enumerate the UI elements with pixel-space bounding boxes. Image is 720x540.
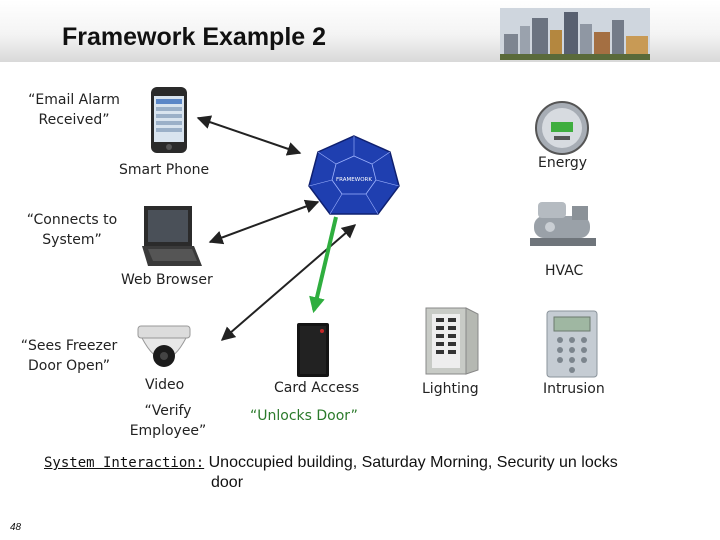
keypad-icon — [546, 310, 598, 378]
system-interaction-text-2: door — [211, 474, 244, 491]
quote-connects: “Connects to System” — [22, 210, 122, 250]
label-card-access: Card Access — [274, 380, 360, 396]
quote-line: Employee” — [129, 423, 207, 439]
slide-title: Framework Example 2 — [62, 23, 327, 51]
lighting-panel-icon — [425, 307, 479, 375]
laptop-icon — [142, 206, 202, 266]
arrow-camera-hub — [220, 224, 357, 341]
quote-verify: “Verify Employee” — [118, 401, 218, 441]
arrow-phone-hub — [196, 115, 302, 156]
label-hvac: HVAC — [545, 263, 584, 279]
label-web-browser: Web Browser — [121, 272, 213, 288]
card-reader-icon — [297, 323, 329, 377]
quote-sees-freezer: “Sees Freezer Door Open” — [16, 336, 122, 376]
quote-line: “Verify — [144, 403, 192, 419]
system-interaction: System Interaction: Unoccupied building,… — [44, 454, 618, 472]
quote-line: “Connects to — [26, 212, 118, 228]
label-intrusion: Intrusion — [543, 381, 605, 397]
electric-meter-icon — [535, 101, 589, 155]
quote-line: Door Open” — [28, 358, 110, 374]
quote-line: “Sees Freezer — [20, 338, 118, 354]
label-lighting: Lighting — [422, 381, 479, 397]
quote-line: Received” — [38, 112, 110, 128]
page-number: 48 — [10, 522, 22, 533]
quote-line: System” — [42, 232, 102, 248]
system-interaction-continued: door — [211, 474, 243, 492]
dome-camera-icon — [137, 325, 191, 367]
chiller-icon — [530, 202, 596, 246]
arrow-laptop-hub — [208, 199, 320, 245]
framework-hub-icon: FRAMEWORK — [308, 135, 400, 215]
system-interaction-text: Unoccupied building, Saturday Morning, S… — [208, 454, 618, 471]
arrow-hub-card-reader — [309, 216, 338, 314]
label-video: Video — [145, 377, 185, 393]
quote-unlocks: “Unlocks Door” — [250, 408, 358, 424]
hub-center-text: FRAMEWORK — [336, 177, 372, 183]
system-interaction-lead: System Interaction: — [44, 455, 205, 471]
quote-email-alarm: “Email Alarm Received” — [22, 90, 126, 130]
quote-line: “Email Alarm — [28, 92, 120, 108]
label-smart-phone: Smart Phone — [119, 162, 210, 178]
label-energy: Energy — [538, 155, 588, 171]
smartphone-icon — [151, 87, 187, 153]
city-skyline-image — [500, 8, 650, 60]
